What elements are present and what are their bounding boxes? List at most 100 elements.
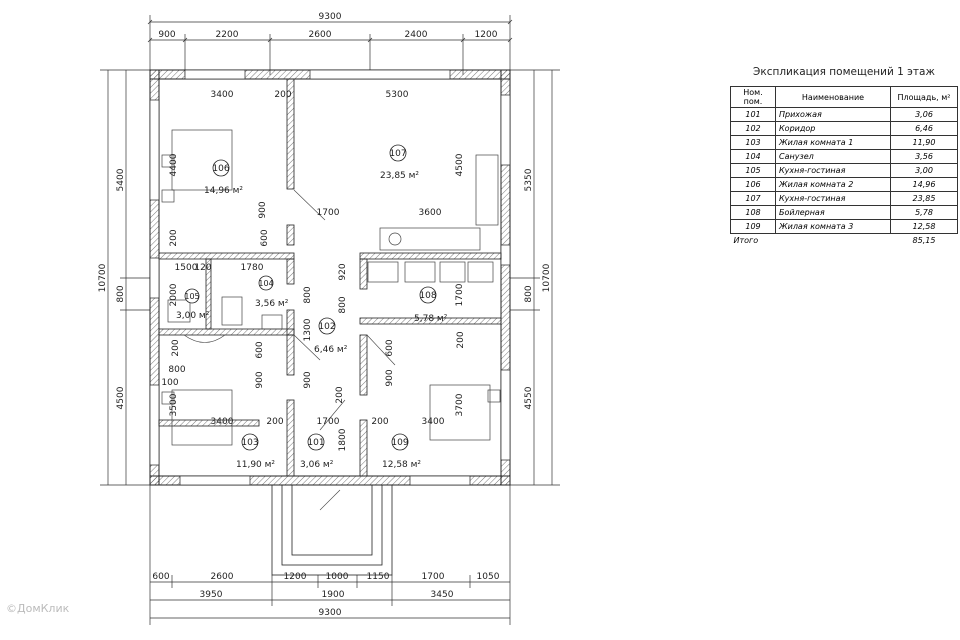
cell-name: Жилая комната 2 [775,177,891,192]
header-room-no: Ном. пом. [730,86,776,108]
cell-area: 5,78 [890,205,958,220]
door-swings [183,189,396,511]
cell-area: 14,96 [890,177,958,192]
schedule-header-row: Ном. пом. Наименование Площадь, м² [730,86,958,108]
room-number: 101 [307,438,324,448]
dim-left: 4500 [116,386,126,409]
room-area: 23,85 м² [380,171,419,181]
porch [271,484,393,576]
room-markers [184,144,437,451]
inner-dim: 3400 [211,417,234,427]
room-area: 12,58 м² [382,460,421,470]
dim-right: 800 [524,285,534,302]
dim-right: 4550 [524,386,534,409]
inner-dim: 900 [303,371,313,388]
room-number: 108 [419,291,436,301]
inner-dim: 900 [258,201,268,218]
cell-area: 12,58 [890,219,958,234]
cell-no: 103 [730,135,776,150]
inner-dim: 1300 [303,318,313,341]
room-schedule: Экспликация помещений 1 этаж Ном. пом. Н… [730,66,958,247]
dim-left: 800 [116,285,126,302]
inner-dim: 600 [255,341,265,358]
room-area: 5,78 м² [414,314,448,324]
room-area: 6,46 м² [314,345,348,355]
cell-no: 108 [730,205,776,220]
windows [149,69,511,486]
cell-area: 6,46 [890,121,958,136]
room-number: 105 [184,292,199,301]
inner-dim: 800 [338,296,348,313]
room-area: 3,56 м² [255,299,289,309]
dim-top: 2400 [405,30,428,40]
dim-bottom: 600 [152,572,169,582]
inner-dim: 3400 [422,417,445,427]
inner-dim: 600 [260,229,270,246]
schedule-title: Экспликация помещений 1 этаж [753,66,935,78]
right-dimensions [510,69,560,486]
inner-dim: 800 [168,365,185,375]
top-dimensions [147,15,513,75]
cell-name: Кухня-гостиная [775,191,891,206]
cell-name: Бойлерная [775,205,891,220]
cell-area: 11,90 [890,135,958,150]
cell-area: 3,06 [890,107,958,122]
inner-dim: 5300 [386,90,409,100]
inner-dim: 120 [194,263,211,273]
inner-dim: 3400 [211,90,234,100]
inner-dim: 4400 [169,153,179,176]
inner-dim: 900 [385,369,395,386]
dim-bottom-2: 1900 [322,590,345,600]
dim-top: 2200 [216,30,239,40]
dim-left: 5400 [116,168,126,191]
total-label: Итого [733,236,759,245]
inner-dim: 800 [303,286,313,303]
cell-no: 105 [730,163,776,178]
inner-dim: 1700 [455,283,465,306]
dim-bottom-2: 3950 [200,590,223,600]
dim-bottom: 1050 [477,572,500,582]
inner-dim: 200 [371,417,388,427]
room-area: 3,00 м² [176,311,210,321]
room-number: 103 [241,438,258,448]
header-room-name: Наименование [775,86,891,108]
cell-name: Кухня-гостиная [775,163,891,178]
inner-dim: 3600 [419,208,442,218]
inner-dim: 600 [385,339,395,356]
inner-dim: 200 [171,339,181,356]
total-spacer [776,234,891,248]
dim-bottom: 1150 [367,572,390,582]
inner-dim: 200 [456,331,466,348]
dim-bottom-total: 9300 [319,608,342,618]
cell-no: 106 [730,177,776,192]
left-dimensions [100,69,150,486]
dim-bottom: 2600 [211,572,234,582]
inner-dim: 1800 [338,428,348,451]
cell-area: 3,00 [890,163,958,178]
cell-area: 3,56 [890,149,958,164]
room-area: 14,96 м² [204,186,243,196]
cell-name: Жилая комната 1 [775,135,891,150]
dim-bottom: 1000 [326,572,349,582]
inner-dim: 1700 [317,208,340,218]
inner-dim: 4500 [455,153,465,176]
dim-top-total: 9300 [319,12,342,22]
inner-dim: 200 [266,417,283,427]
inner-dim: 2000 [169,283,179,306]
dim-right: 5350 [524,168,534,191]
cell-no: 107 [730,191,776,206]
inner-dim: 100 [161,378,178,388]
inner-dim: 1500 [175,263,198,273]
dim-bottom: 1200 [284,572,307,582]
inner-dim: 920 [338,263,348,280]
room-area: 11,90 м² [236,460,275,470]
room-area: 3,06 м² [300,460,334,470]
